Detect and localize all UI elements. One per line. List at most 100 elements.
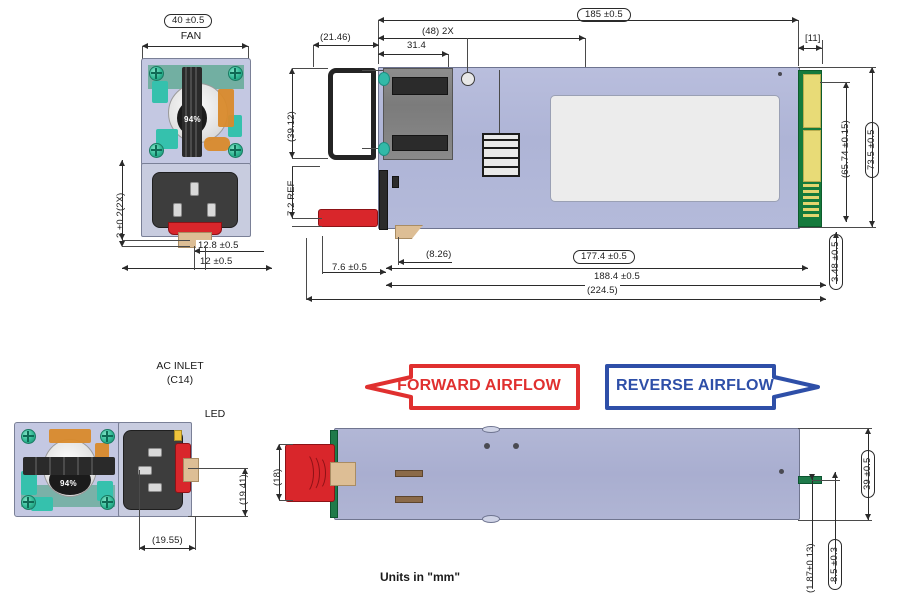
ext-screw-pitch-right xyxy=(585,38,586,70)
arrow-left-body-length xyxy=(386,265,392,271)
ext-tab-offset-left xyxy=(398,237,399,265)
reverse-airflow-label: REVERSE AIRFLOW xyxy=(616,377,774,394)
ext-pcb-height-top xyxy=(820,82,850,83)
arrow-down-conn-height xyxy=(289,152,295,158)
forward-airflow-arrow: FORWARD AIRFLOW xyxy=(365,364,580,410)
dim-line-screw-pitch xyxy=(378,38,486,39)
mount-screw-b-bl xyxy=(21,495,36,510)
arrow-right-handle-offset xyxy=(373,42,379,48)
ext-inlet-center-right xyxy=(195,516,196,550)
reverse-airflow-arrow: REVERSE AIRFLOW xyxy=(605,364,820,410)
arrow-left-screw-pitch xyxy=(378,35,384,41)
heatsink-bar-bottom xyxy=(23,457,115,475)
heatsink-bar xyxy=(182,67,202,157)
connector-slot-upper xyxy=(392,77,448,95)
psu-tan-tab-top-view xyxy=(395,225,423,239)
dim-line-pcb-edge xyxy=(798,48,822,49)
ext-line-inlet-bottom xyxy=(122,240,190,241)
dim-line-inlet-height xyxy=(122,160,123,240)
psu-side-dot-2 xyxy=(513,443,519,449)
dim-line-offset-a xyxy=(194,251,264,252)
inlet-pin-right xyxy=(207,203,216,217)
led-indicator xyxy=(174,430,182,441)
forward-arrow-icon xyxy=(365,364,580,410)
inlet-pin-b-top xyxy=(148,448,162,457)
dim-line-tab-thickness xyxy=(812,474,813,588)
arrow-down-tab-thickness xyxy=(809,474,815,480)
label-led: LED xyxy=(204,408,226,420)
arrow-left-handle-offset xyxy=(313,42,319,48)
forward-airflow-label: FORWARD AIRFLOW xyxy=(397,377,561,394)
arrow-left-tab-offset xyxy=(398,259,404,265)
ext-front-offset-left xyxy=(322,236,323,274)
connector-slot-lower xyxy=(392,135,448,151)
arrow-left-overall-body xyxy=(386,282,392,288)
red-connector-arc-3 xyxy=(310,456,326,490)
arrow-right-conn-depth xyxy=(442,51,448,57)
dim-pcb-edge: [11] xyxy=(803,33,823,44)
units-note: Units in "mm" xyxy=(379,570,461,584)
dim-tab-offset: (8.26) xyxy=(424,249,454,260)
arrow-right-pcb-edge xyxy=(816,45,822,51)
ext-conn18-bot xyxy=(279,500,293,501)
psu-card-guide xyxy=(379,170,388,230)
orange-wire-1 xyxy=(218,89,234,127)
psu-fan-grille xyxy=(482,133,520,177)
dim-line-offset-b xyxy=(122,268,272,269)
psu-gold-fin-5 xyxy=(803,208,819,211)
psu-gold-fin-1 xyxy=(803,184,819,187)
dim-line-overall-length xyxy=(378,20,798,21)
arrow-left-conn-depth xyxy=(378,51,384,57)
fan-internals: 94% xyxy=(142,59,250,165)
ext-line-inlet-top xyxy=(122,246,190,247)
psu-side-dot-1 xyxy=(484,443,490,449)
arrow-left-pcb-edge xyxy=(798,45,804,51)
dim-inlet-offset-b: 12 ±0.5 xyxy=(198,256,235,267)
arrow-left-total-length xyxy=(306,296,312,302)
handle-arm-top xyxy=(362,70,384,71)
arrow-down-pcb-height xyxy=(843,216,849,222)
psu-gold-contact-upper xyxy=(803,74,821,128)
ext-conn-height-bot xyxy=(292,158,328,159)
arrow-up-body-height xyxy=(869,67,875,73)
dim-line-front-offset xyxy=(322,272,386,273)
dim-line-inlet-center xyxy=(139,548,195,549)
inlet-pin-b-bot xyxy=(148,483,162,492)
ext-ref-height-top xyxy=(292,166,320,167)
psu-side-latch-top xyxy=(482,426,500,433)
ext-tab-width-mid xyxy=(812,480,840,481)
arrow-down-ref-height xyxy=(289,212,295,218)
screw-leader-line xyxy=(467,38,468,72)
arrow-up-inlet-height xyxy=(119,160,125,166)
dim-screw-pitch: (48) 2X xyxy=(420,26,456,37)
ext-inlet-center-left xyxy=(139,470,140,550)
ext-line-fan-left xyxy=(142,46,143,60)
inlet-pin-left xyxy=(173,203,182,217)
arrow-down-side-height xyxy=(865,514,871,520)
inlet-pin-top xyxy=(190,182,199,196)
psu-gold-fin-2 xyxy=(803,190,819,193)
dim-line-ref-height xyxy=(292,166,293,218)
psu-gold-contact-lower xyxy=(803,130,821,182)
connector-latch-lower xyxy=(378,142,390,156)
dim-line-body-length xyxy=(386,268,808,269)
mount-screw-b-br xyxy=(100,495,115,510)
ext-pcb-edge-right xyxy=(822,40,823,64)
arrow-down-inlet-height xyxy=(119,234,125,240)
connector-latch-upper xyxy=(378,72,390,86)
psu-side-slot-upper xyxy=(395,470,423,477)
psu-top-view: 185 ±0.5 [11] (48) 2X (21.46) 31.4 xyxy=(286,8,880,302)
arrow-right-overall-body xyxy=(820,282,826,288)
psu-side-view: (18) 39 ±0.5 (1.87±0.13) 8.5 ±0.3 xyxy=(0,350,900,601)
label-ac-inlet-line1: AC INLET xyxy=(156,360,204,372)
psu-label-plate xyxy=(550,95,780,202)
psu-handle xyxy=(328,68,376,160)
dim-line-fan-width xyxy=(142,46,248,47)
ext-conn18-top xyxy=(279,444,293,445)
efficiency-label-top: 94% xyxy=(184,115,201,124)
inlet-pin-b-mid xyxy=(138,466,152,475)
dim-line-pcb-thickness xyxy=(836,232,837,284)
teal-component-b1 xyxy=(21,471,37,495)
mount-screw-br xyxy=(228,143,243,158)
fan-module-body: 94% xyxy=(141,58,251,166)
